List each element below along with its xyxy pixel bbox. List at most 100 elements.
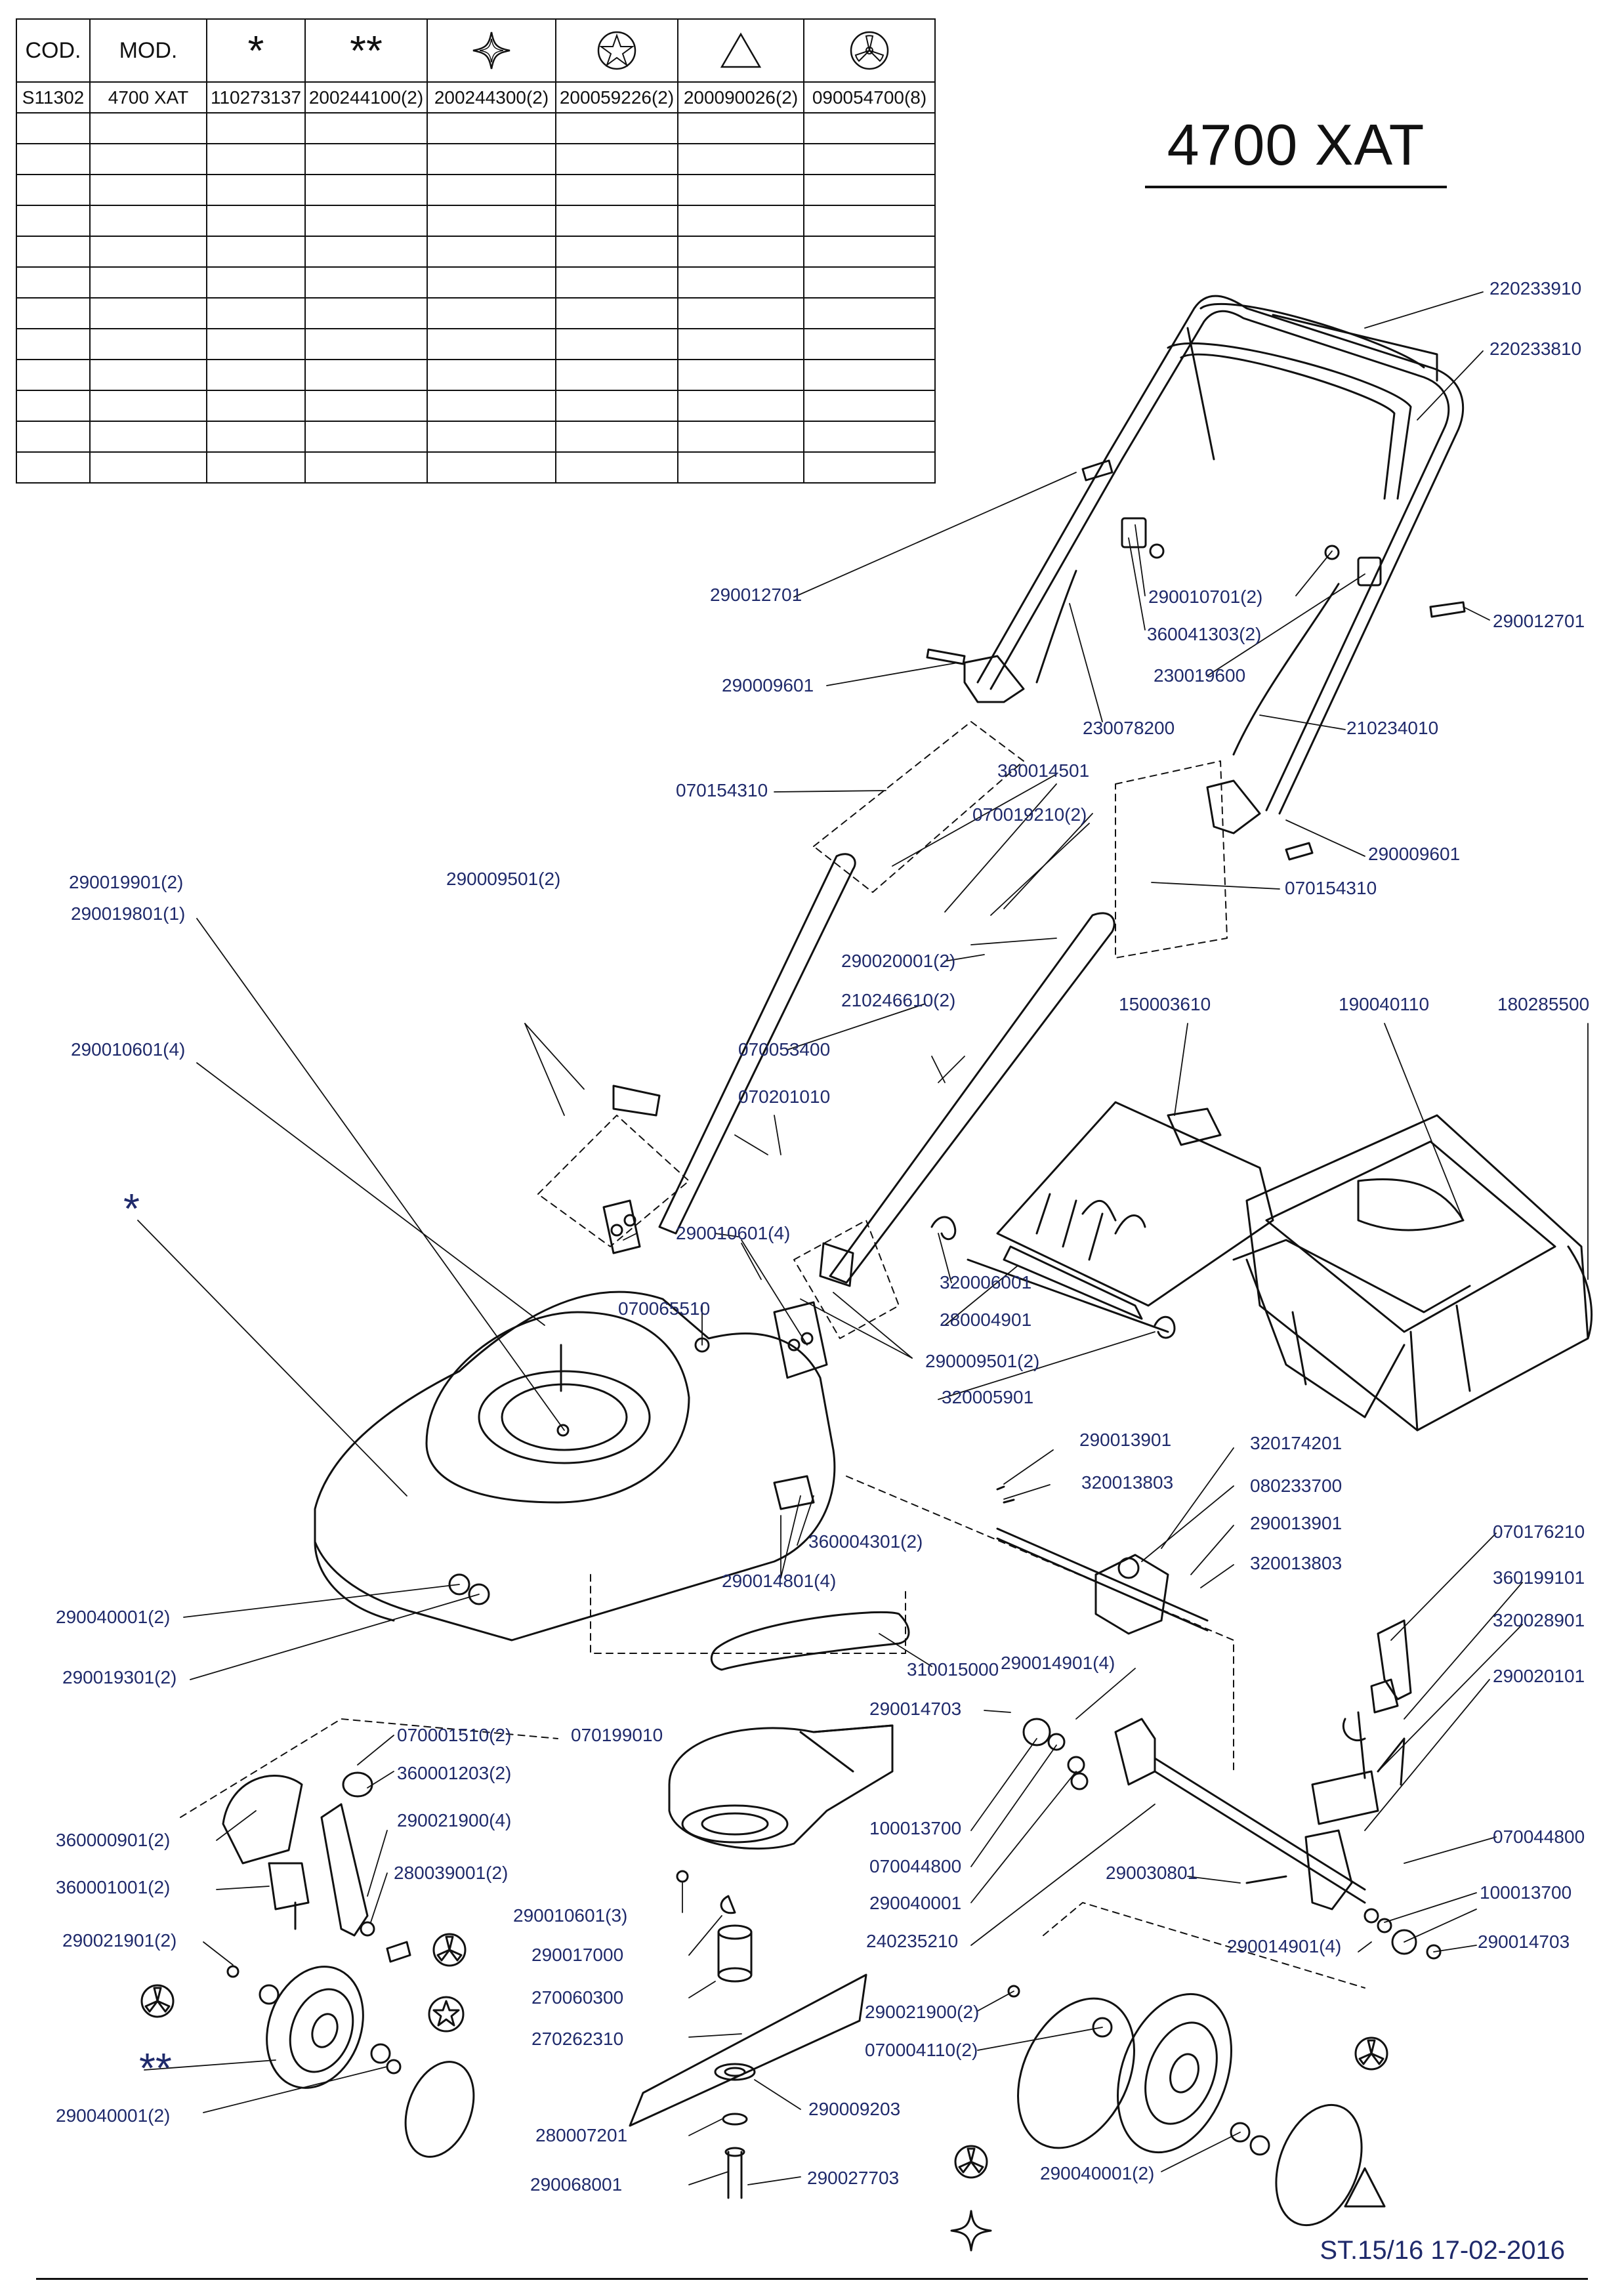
part-label: 290014901(4) xyxy=(1227,1936,1342,1956)
part-label: 360000901(2) xyxy=(56,1830,171,1850)
table-cell xyxy=(304,266,428,299)
gearbox xyxy=(996,1485,1209,1635)
table-cell xyxy=(677,421,804,453)
table-cell xyxy=(16,112,91,144)
table-cell xyxy=(206,174,306,206)
table-cell xyxy=(16,390,91,422)
part-label: 290013901 xyxy=(1250,1513,1343,1533)
tri-blade-circle-icon xyxy=(432,1933,467,1967)
part-label: 320013803 xyxy=(1250,1553,1343,1573)
table-cell: 090054700(8) xyxy=(803,81,936,114)
part-label: 230019600 xyxy=(1154,665,1246,686)
flap-rod-springs xyxy=(930,1216,1176,1339)
table-cell xyxy=(555,112,678,144)
table-cell xyxy=(803,390,936,422)
table-row xyxy=(16,359,936,391)
part-label: 240235210 xyxy=(866,1931,959,1951)
table-row xyxy=(16,236,936,268)
tri-blade-circle-icon xyxy=(803,18,936,83)
rear-wheel xyxy=(1007,1985,1363,2227)
part-label: 360001203(2) xyxy=(397,1763,512,1783)
table-cell xyxy=(555,359,678,391)
table-cell xyxy=(555,297,678,329)
part-label: 210246610(2) xyxy=(841,990,956,1010)
table-cell xyxy=(89,266,207,299)
table-cell xyxy=(427,359,556,391)
part-label: 360004301(2) xyxy=(808,1531,923,1552)
table-cell xyxy=(677,328,804,360)
table-cell xyxy=(803,236,936,268)
table-cell xyxy=(803,266,936,299)
table-cell xyxy=(555,421,678,453)
part-label: 290040001 xyxy=(869,1893,962,1913)
table-cell xyxy=(206,390,306,422)
triangle-icon xyxy=(1344,2167,1386,2208)
four-point-star-icon xyxy=(950,2210,992,2252)
table-cell xyxy=(304,205,428,237)
part-label: 290021900(2) xyxy=(865,2002,980,2022)
table-cell: 200244100(2) xyxy=(304,81,428,114)
part-label: 290013901 xyxy=(1079,1430,1172,1450)
table-cell xyxy=(803,112,936,144)
table-row xyxy=(16,451,936,484)
part-label: 230078200 xyxy=(1083,718,1175,738)
table-cell xyxy=(677,390,804,422)
part-label: 290021901(2) xyxy=(62,1930,177,1951)
table-cell xyxy=(16,236,91,268)
table-cell xyxy=(304,112,428,144)
table-cell xyxy=(16,451,91,484)
blade-assembly xyxy=(629,1724,894,2199)
part-label: 360001001(2) xyxy=(56,1877,171,1897)
part-label: 180285500 xyxy=(1497,994,1590,1014)
part-label: 070199010 xyxy=(571,1725,663,1745)
table-cell xyxy=(206,421,306,453)
table-cell xyxy=(304,236,428,268)
table-header-row: COD. MOD. * ** xyxy=(16,18,936,83)
part-label: 270262310 xyxy=(531,2029,624,2049)
part-label: 280039001(2) xyxy=(394,1863,509,1883)
table-cell xyxy=(304,174,428,206)
part-label: 070154310 xyxy=(1285,878,1377,898)
drive-belt xyxy=(710,1611,910,1671)
table-cell xyxy=(803,205,936,237)
part-label: 290009203 xyxy=(808,2099,901,2119)
part-label: 290019301(2) xyxy=(62,1667,177,1687)
table-row xyxy=(16,205,936,237)
table-cell xyxy=(803,359,936,391)
part-label: 320013803 xyxy=(1081,1472,1174,1493)
part-label: 360041303(2) xyxy=(1147,624,1262,644)
sheet-footer: ST.15/16 17-02-2016 xyxy=(1320,2236,1565,2265)
table-cell xyxy=(555,328,678,360)
part-label: 360199101 xyxy=(1493,1567,1585,1588)
table-cell xyxy=(206,328,306,360)
table-cell xyxy=(677,359,804,391)
table-cell xyxy=(89,390,207,422)
table-cell xyxy=(427,112,556,144)
table-cell xyxy=(427,451,556,484)
part-label: 290010601(3) xyxy=(513,1905,628,1926)
table-cell xyxy=(427,328,556,360)
table-cell xyxy=(304,143,428,175)
part-label: 190040110 xyxy=(1339,994,1430,1014)
part-label: 290019801(1) xyxy=(71,903,186,924)
part-label: 270060300 xyxy=(531,1987,624,2008)
single-asterisk-marker: * xyxy=(123,1185,140,1232)
part-label: 070004110(2) xyxy=(865,2040,978,2060)
asterisk-icon: * xyxy=(206,18,306,83)
part-label: 290012701 xyxy=(710,585,802,605)
table-cell xyxy=(677,112,804,144)
table-row xyxy=(16,143,936,175)
table-row xyxy=(16,297,936,329)
part-label: 210234010 xyxy=(1346,718,1439,738)
table-cell xyxy=(16,421,91,453)
part-label: 070044800 xyxy=(869,1856,962,1876)
table-cell: 200090026(2) xyxy=(677,81,804,114)
part-label: 290019901(2) xyxy=(69,872,184,892)
part-label: 320028901 xyxy=(1493,1610,1585,1630)
part-label: 070019210(2) xyxy=(972,804,1087,825)
table-cell: 110273137 xyxy=(206,81,306,114)
table-cell xyxy=(16,359,91,391)
part-label: 290040001(2) xyxy=(56,2105,171,2126)
table-cell xyxy=(304,359,428,391)
